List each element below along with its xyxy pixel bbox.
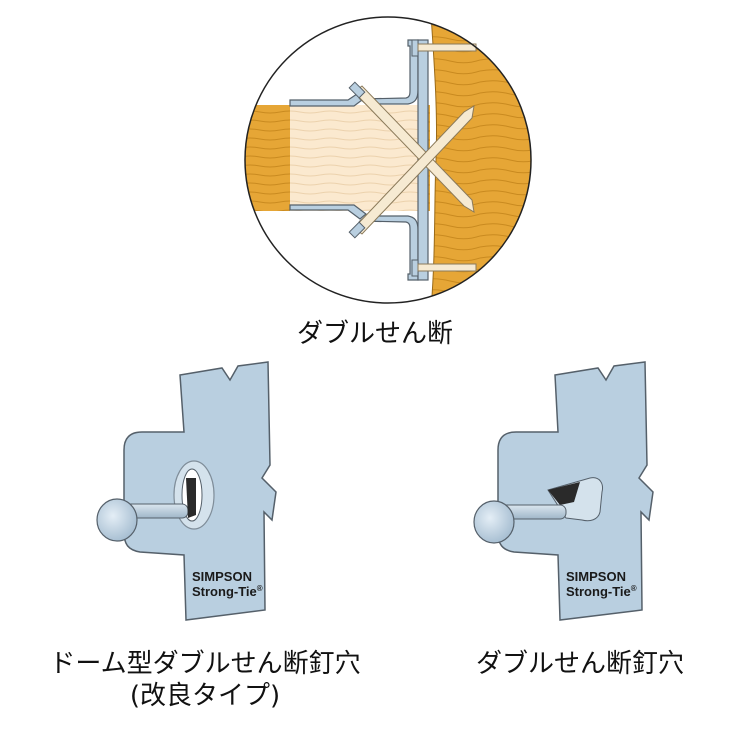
caption-dome-double-shear: ドーム型ダブルせん断釘穴 — [49, 649, 361, 679]
crossing-nails — [348, 81, 475, 239]
brand-simpson: SIMPSON — [192, 569, 252, 584]
joist-inside-hanger — [290, 105, 420, 211]
double-shear-detail — [244, 16, 532, 304]
brand-simpson-right: SIMPSON — [566, 569, 626, 584]
brand-strong-tie: Strong-Tie® — [192, 584, 263, 599]
double-shear-plate: SIMPSON Strong-Tie® — [473, 361, 654, 621]
caption-double-shear-nail-hole: ダブルせん断釘穴 — [475, 649, 684, 679]
brand-strong-tie-right: Strong-Tie® — [566, 584, 637, 599]
nail-head-right — [473, 500, 515, 544]
caption-double-shear: ダブルせん断 — [296, 319, 453, 349]
caption-dome-subtitle: (改良タイプ) — [129, 681, 281, 711]
dome-double-shear-plate: SIMPSON Strong-Tie® — [96, 361, 277, 621]
nail-head-left — [96, 498, 138, 542]
